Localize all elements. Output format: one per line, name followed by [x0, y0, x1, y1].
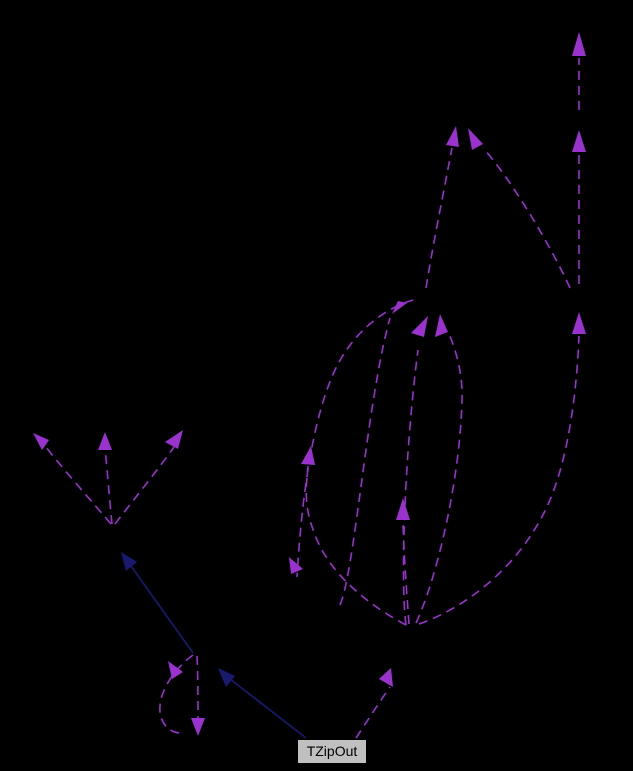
edge-hubC-arc-to-left-top: [339, 301, 407, 606]
edge-hubD-hubE: [418, 312, 586, 625]
edge-hubC-far-left-arc: [289, 299, 414, 578]
edge-hubE-tipE2: [572, 130, 586, 284]
edge-hubB-self-loop: [159, 654, 205, 736]
edge-tzipout-hubB: [218, 668, 307, 739]
edge-hubA-tipA2: [98, 432, 113, 525]
graph-node-tzipout[interactable]: TZipOut: [297, 739, 367, 764]
edge-hubD-hubC-right: [415, 314, 463, 624]
edge-hubE-tipE1: [572, 32, 586, 110]
edge-hubC-tipC1: [425, 126, 459, 289]
edge-tzipout-hubD: [355, 668, 393, 739]
edge-hubA-tipA3: [114, 430, 183, 525]
edge-hubD-hubC-center-upper: [402, 316, 428, 626]
edge-hubA-tipA1: [33, 433, 112, 525]
edge-hubD-hubC-left: [301, 446, 407, 626]
edge-hubC-tipC2: [468, 128, 571, 289]
edge-hubB-hubA: [121, 552, 194, 654]
